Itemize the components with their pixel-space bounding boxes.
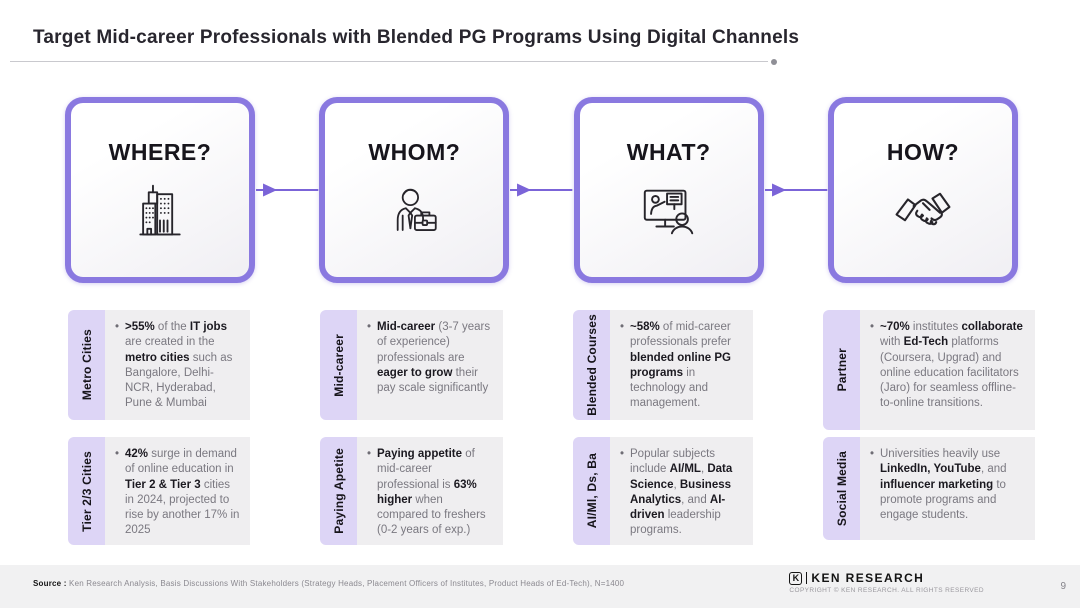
card-mid-career: Mid-career Mid-career (3-7 years of expe… — [320, 310, 503, 420]
card-body: Mid-career (3-7 years of experience) pro… — [357, 310, 503, 420]
card-category-label: Blended Courses — [573, 310, 610, 420]
flow-box-title: WHERE? — [108, 139, 212, 165]
card-text: Paying appetite of mid-career profession… — [366, 447, 493, 539]
card-paying-appetite: Paying Apetite Paying appetite of mid-ca… — [320, 437, 503, 545]
card-partner: Partner ~70% institutes collaborate with… — [823, 310, 1035, 430]
logo-divider — [806, 572, 808, 584]
card-category-label: Metro Cities — [68, 310, 105, 420]
card-text: Mid-career (3-7 years of experience) pro… — [366, 320, 493, 396]
flow-diagram: WHERE? — [65, 97, 1018, 283]
footer: Source : Ken Research Analysis, Basis Di… — [0, 565, 1080, 608]
card-category-label: Mid-career — [320, 310, 357, 420]
handshake-icon — [889, 180, 957, 239]
flow-box-title: HOW? — [886, 139, 960, 165]
card-column-how: Partner ~70% institutes collaborate with… — [823, 310, 1035, 540]
card-social-media: Social Media Universities heavily use Li… — [823, 437, 1035, 540]
card-column-what: Blended Courses ~58% of mid-career profe… — [573, 310, 753, 545]
flow-box-title: WHAT? — [626, 139, 711, 165]
card-column-where: Metro Cities >55% of the IT jobs are cre… — [68, 310, 250, 545]
card-text: ~58% of mid-career professionals prefer … — [619, 320, 743, 412]
card-text: Popular subjects include AI/ML, Data Sci… — [619, 447, 743, 539]
logo-mark-icon: K — [789, 571, 803, 585]
card-category-label: Partner — [823, 310, 860, 430]
card-text: Universities heavily use LinkedIn, YouTu… — [869, 447, 1025, 523]
card-popular-subjects: AI/Ml, Ds, Ba Popular subjects include A… — [573, 437, 753, 545]
card-metro-cities: Metro Cities >55% of the IT jobs are cre… — [68, 310, 250, 420]
card-text: >55% of the IT jobs are created in the m… — [114, 320, 240, 412]
flow-box-where: WHERE? — [65, 97, 255, 283]
copyright-text: COPYRIGHT © KEN RESEARCH. ALL RIGHTS RES… — [789, 587, 984, 594]
card-body: Popular subjects include AI/ML, Data Sci… — [610, 437, 753, 545]
page-number: 9 — [1060, 581, 1066, 592]
card-body: >55% of the IT jobs are created in the m… — [105, 310, 250, 420]
flow-box-how: HOW? — [827, 97, 1018, 283]
source-note: Source : Ken Research Analysis, Basis Di… — [33, 579, 624, 588]
flow-box-whom: WHOM? — [319, 97, 510, 283]
logo-text: KEN RESEARCH — [811, 571, 925, 585]
card-body: Paying appetite of mid-career profession… — [357, 437, 503, 545]
card-body: Universities heavily use LinkedIn, YouTu… — [860, 437, 1035, 540]
card-body: ~58% of mid-career professionals prefer … — [610, 310, 753, 420]
card-column-whom: Mid-career Mid-career (3-7 years of expe… — [320, 310, 503, 545]
page-title: Target Mid-career Professionals with Ble… — [33, 27, 800, 48]
card-category-label: AI/Ml, Ds, Ba — [573, 437, 610, 545]
flow-arrow-icon — [509, 180, 573, 200]
source-label: Source : — [33, 579, 67, 588]
building-icon — [130, 180, 190, 247]
insight-cards: Metro Cities >55% of the IT jobs are cre… — [68, 310, 1035, 545]
flow-arrow-icon — [255, 180, 319, 200]
card-category-label: Tier 2/3 Cities — [68, 437, 105, 545]
card-text: ~70% institutes collaborate with Ed-Tech… — [869, 320, 1025, 412]
flow-arrow-icon — [764, 180, 828, 200]
brand-block: K KEN RESEARCH COPYRIGHT © KEN RESEARCH.… — [789, 571, 984, 594]
card-category-label: Paying Apetite — [320, 437, 357, 545]
title-divider — [10, 58, 777, 65]
card-body: 42% surge in demand of online education … — [105, 437, 250, 545]
card-body: ~70% institutes collaborate with Ed-Tech… — [860, 310, 1035, 430]
card-category-label: Social Media — [823, 437, 860, 540]
online-class-icon — [638, 180, 700, 247]
flow-box-what: WHAT? — [573, 97, 764, 283]
professional-icon — [385, 180, 443, 247]
flow-box-title: WHOM? — [368, 139, 461, 165]
source-text: Ken Research Analysis, Basis Discussions… — [69, 579, 625, 588]
ken-research-logo: K KEN RESEARCH — [789, 571, 984, 585]
card-text: 42% surge in demand of online education … — [114, 447, 240, 539]
card-tier-cities: Tier 2/3 Cities 42% surge in demand of o… — [68, 437, 250, 545]
card-blended-courses: Blended Courses ~58% of mid-career profe… — [573, 310, 753, 420]
